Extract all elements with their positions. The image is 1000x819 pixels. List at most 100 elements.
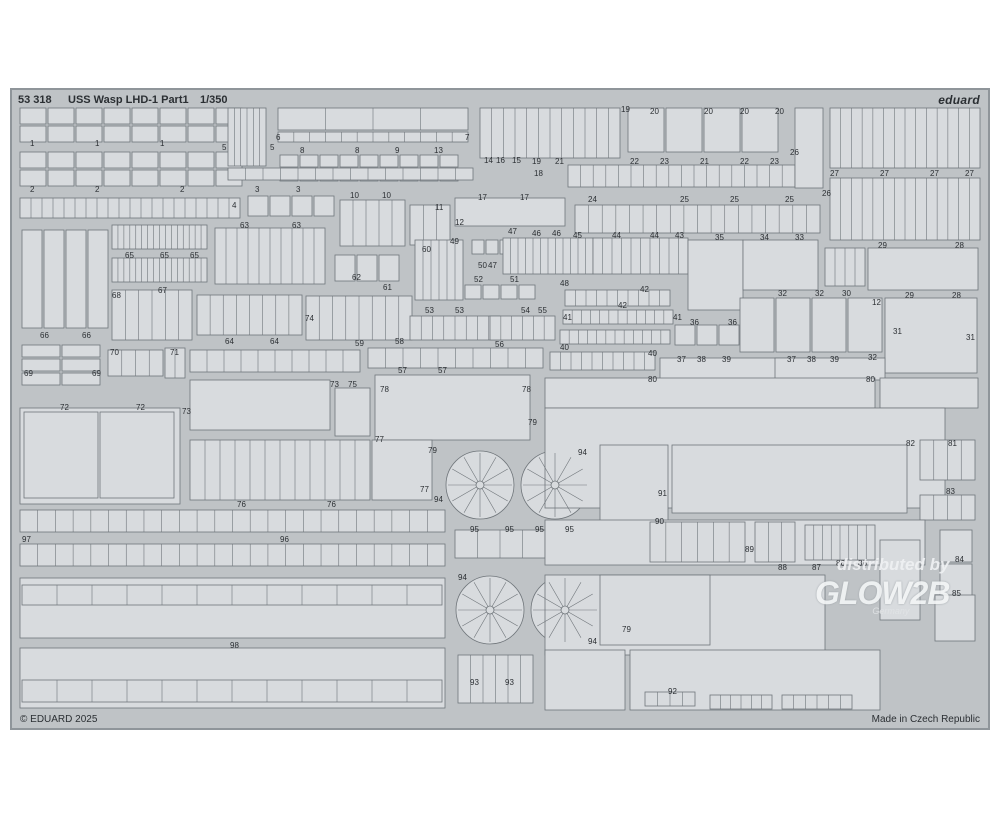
long-plate (879, 377, 979, 409)
part-number: 87 (812, 563, 821, 572)
part-cell (319, 154, 339, 168)
etch-line (527, 468, 556, 486)
part-cell (19, 107, 47, 125)
part-number: 69 (92, 369, 101, 378)
part-cell (464, 284, 482, 300)
part-cell (19, 125, 47, 143)
etch-line (473, 609, 491, 638)
part-number: 92 (668, 687, 677, 696)
part-number: 44 (650, 231, 659, 240)
part-cell (47, 107, 75, 125)
part-number: 54 (521, 306, 530, 315)
part-number: 30 (842, 289, 851, 298)
part-number: 79 (622, 625, 631, 634)
part-cell (439, 154, 459, 168)
part-number: 33 (795, 233, 804, 242)
etch-line (537, 593, 566, 611)
part-cell (674, 324, 696, 346)
part-cell (61, 372, 101, 386)
etch-line (479, 484, 508, 502)
part-number: 22 (630, 157, 639, 166)
x-brace-part (884, 297, 978, 374)
part-number: 22 (740, 157, 749, 166)
part-number: 73 (182, 407, 191, 416)
part-number: 98 (230, 641, 239, 650)
part-number: 78 (522, 385, 531, 394)
part-number: 80 (866, 375, 875, 384)
part-number: 79 (428, 446, 437, 455)
part-number: 94 (458, 573, 467, 582)
etch-line (538, 484, 556, 513)
part-cell (627, 107, 665, 153)
part-number: 89 (745, 545, 754, 554)
part-number: 42 (640, 285, 649, 294)
etch-line (564, 582, 582, 611)
part-number: 64 (225, 337, 234, 346)
part-number: 28 (955, 241, 964, 250)
etch-line (473, 582, 491, 611)
part-strip (339, 199, 406, 247)
part-cell (21, 229, 43, 329)
part-number: 19 (532, 157, 541, 166)
part-number: 46 (552, 229, 561, 238)
part-number: 12 (872, 298, 881, 307)
part-number: 76 (327, 500, 336, 509)
part-number: 94 (434, 495, 443, 504)
part-number: 8 (355, 146, 360, 155)
part-number: 83 (946, 487, 955, 496)
part-number: 70 (110, 348, 119, 357)
part-cell (21, 344, 61, 358)
triangle-frame (742, 239, 819, 291)
part-number: 59 (355, 339, 364, 348)
etch-line (452, 484, 481, 502)
etch-line (538, 457, 556, 486)
part-cell (703, 107, 741, 153)
part-number: 77 (375, 435, 384, 444)
part-number: 16 (496, 156, 505, 165)
part-cell (75, 151, 103, 169)
part-cell (775, 297, 811, 353)
part-number: 46 (532, 229, 541, 238)
part-number: 13 (434, 146, 443, 155)
part-number: 41 (563, 313, 572, 322)
part-cell (61, 344, 101, 358)
part-number: 65 (125, 251, 134, 260)
part-number: 71 (170, 348, 179, 357)
part-cell (43, 229, 65, 329)
part-cell (75, 107, 103, 125)
hatch-part (374, 374, 531, 441)
etch-line (554, 484, 572, 513)
part-cell (247, 195, 269, 217)
part-number: 55 (538, 306, 547, 315)
part-number: 29 (878, 241, 887, 250)
part-number: 93 (470, 678, 479, 687)
etch-line (564, 609, 593, 627)
part-number: 94 (588, 637, 597, 646)
part-number: 32 (815, 289, 824, 298)
part-number: 17 (478, 193, 487, 202)
part-number: 3 (296, 185, 301, 194)
etch-line (462, 593, 491, 611)
part-number: 32 (868, 353, 877, 362)
part-cell (21, 358, 61, 372)
part-number: 91 (658, 489, 667, 498)
part-cell (471, 239, 485, 255)
part-number: 95 (565, 525, 574, 534)
part-number: 76 (237, 500, 246, 509)
part-number: 36 (690, 318, 699, 327)
part-cell (131, 169, 159, 187)
part-cell (187, 107, 215, 125)
part-number: 86 (858, 559, 867, 568)
part-cell (47, 125, 75, 143)
etch-line (489, 609, 518, 627)
part-number: 53 (425, 306, 434, 315)
part-number: 41 (673, 313, 682, 322)
part-cell (665, 107, 703, 153)
part-number: 78 (380, 385, 389, 394)
part-number: 38 (697, 355, 706, 364)
part-number: 1 (160, 139, 165, 148)
etch-line (564, 609, 582, 638)
part-cell (334, 254, 356, 282)
